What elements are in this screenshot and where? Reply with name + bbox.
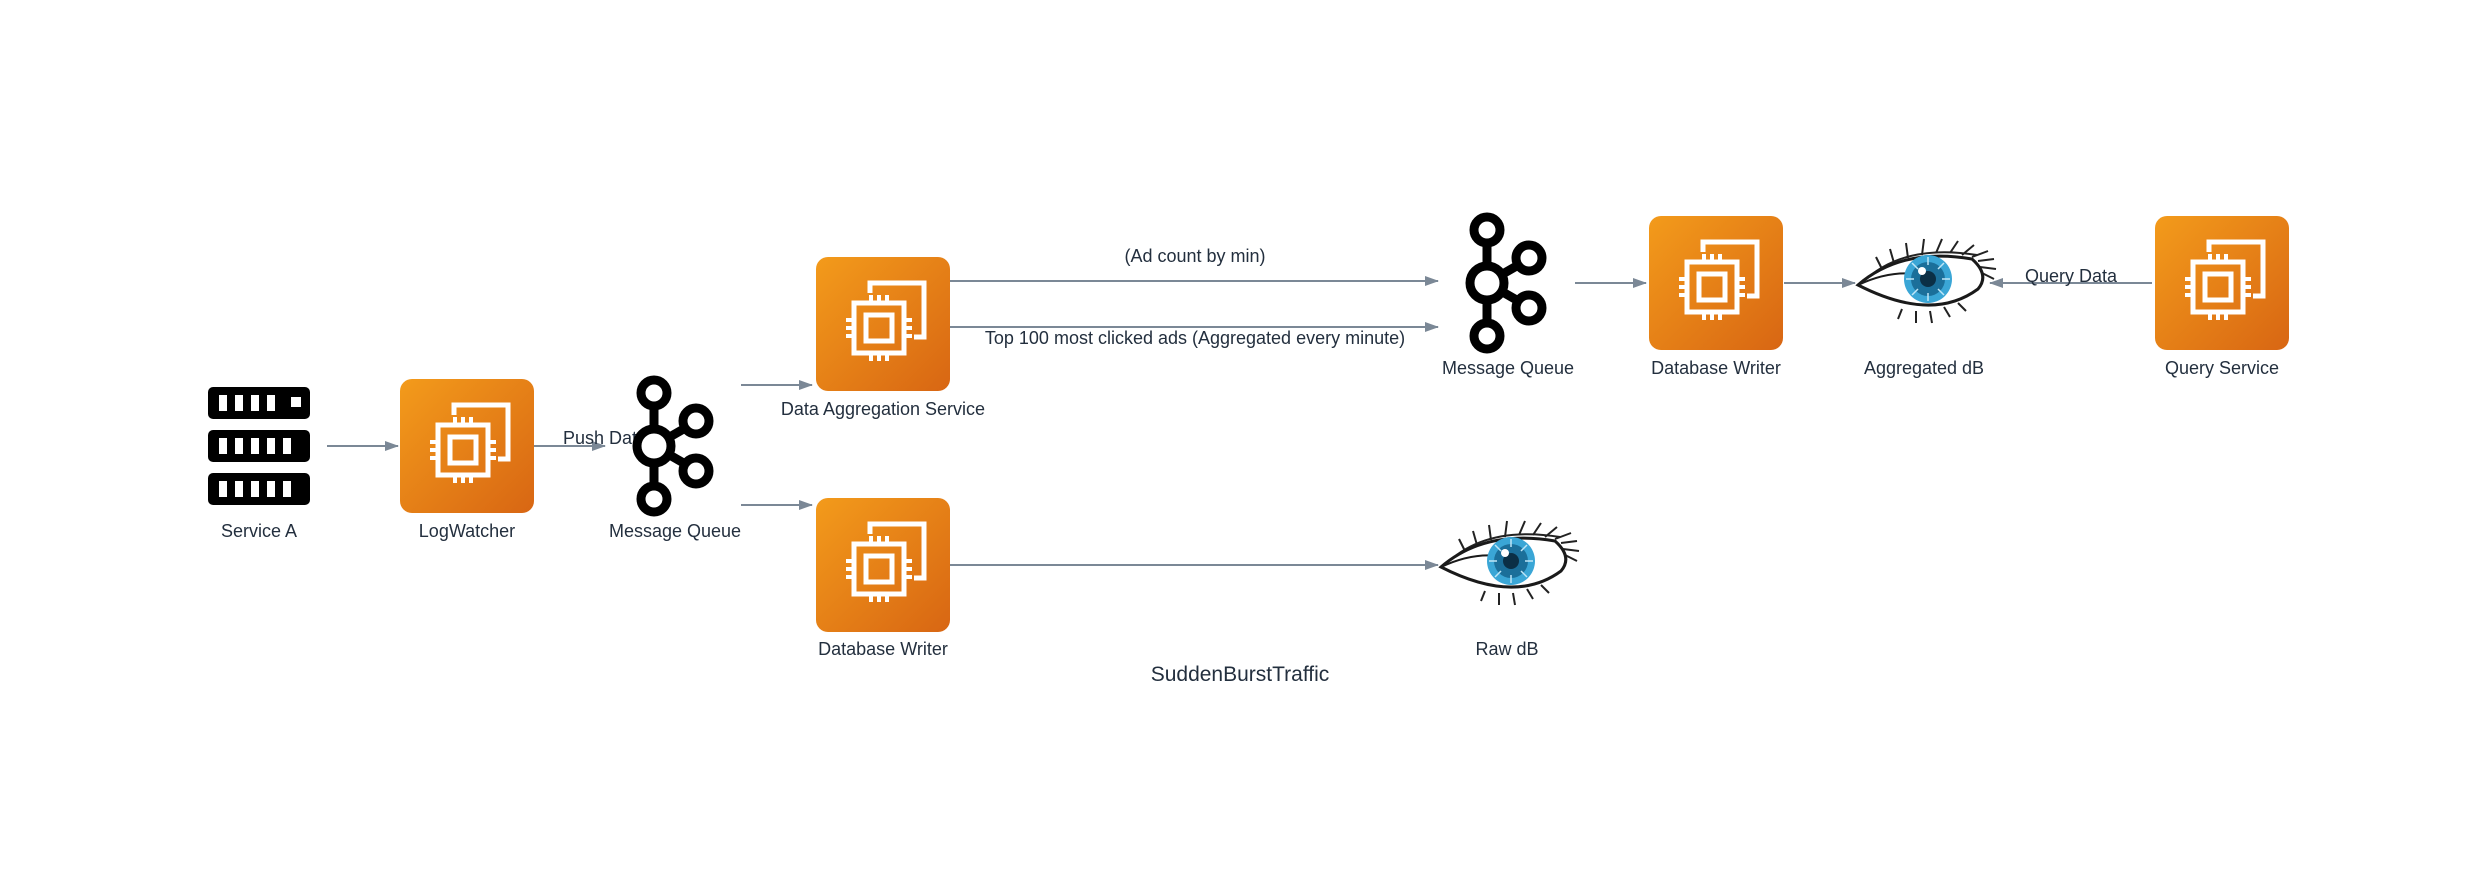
node-label-database-writer-raw: Database Writer [818,639,948,659]
edge-label-push-data: Push Data [563,428,648,448]
ec2-compute-icon [1649,216,1783,350]
node-label-query-service: Query Service [2165,358,2279,378]
node-label-message-queue-ingest: Message Queue [609,521,741,541]
cassandra-eye-icon [1439,519,1581,607]
node-query-service[interactable]: Query Service [2155,216,2289,378]
edge-labels: Push Data (Ad count by min) Top 100 most… [563,246,2118,448]
edge-label-top-100: Top 100 most clicked ads (Aggregated eve… [985,328,1405,348]
node-message-queue-ingest[interactable]: Message Queue [609,380,741,541]
node-aggregated-db[interactable]: Aggregated dB [1856,237,1998,378]
node-label-raw-db: Raw dB [1475,639,1538,659]
node-raw-db[interactable]: Raw dB [1439,519,1581,659]
edge-label-query-data: Query Data [2025,266,2118,286]
node-logwatcher[interactable]: LogWatcher [400,379,534,541]
server-rack-icon [208,387,310,505]
ec2-compute-icon [816,257,950,391]
node-label-database-writer-aggregated: Database Writer [1651,358,1781,378]
edge-label-ad-count: (Ad count by min) [1124,246,1265,266]
node-database-writer-raw[interactable]: Database Writer [816,498,950,659]
node-database-writer-aggregated[interactable]: Database Writer [1649,216,1783,378]
node-label-logwatcher: LogWatcher [419,521,515,541]
ec2-compute-icon [400,379,534,513]
kafka-icon [1470,217,1542,349]
ec2-compute-icon [2155,216,2289,350]
cassandra-eye-icon [1856,237,1998,325]
node-data-aggregation-service[interactable]: Data Aggregation Service [781,257,985,419]
node-label-aggregated-db: Aggregated dB [1864,358,1984,378]
node-message-queue-aggregated[interactable]: Message Queue [1442,217,1574,378]
kafka-icon [637,380,709,512]
diagram-title: SuddenBurstTraffic [1151,663,1330,686]
node-label-message-queue-aggregated: Message Queue [1442,358,1574,378]
node-label-service-a: Service A [221,521,297,541]
ec2-compute-icon [816,498,950,632]
node-service-a[interactable]: Service A [208,387,310,541]
node-label-data-aggregation-service: Data Aggregation Service [781,399,985,419]
edges [327,276,2152,570]
